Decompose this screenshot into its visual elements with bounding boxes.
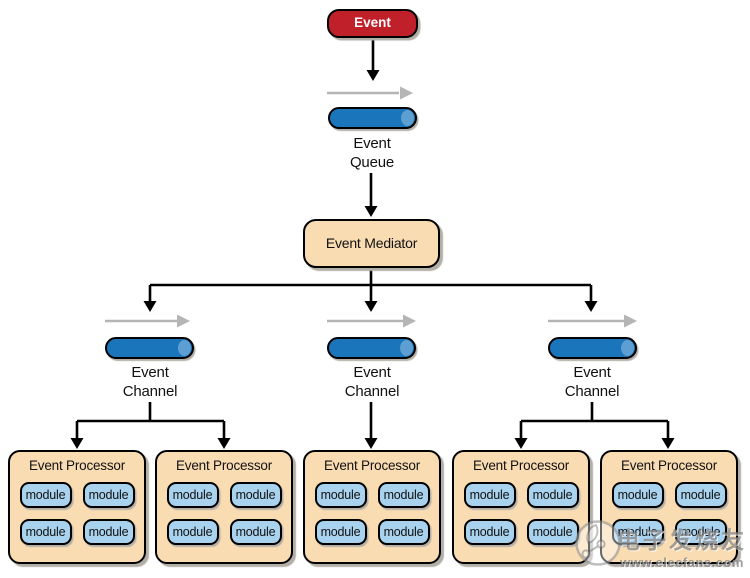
event-processor-box: Event Processor module module module mod… bbox=[155, 450, 293, 564]
left-channel-split-lines bbox=[70, 402, 231, 449]
event-processor-box: Event Processor module module module mod… bbox=[600, 450, 738, 564]
module-chip: module bbox=[314, 482, 367, 508]
cylinder-cap bbox=[400, 340, 413, 356]
module-grid: module module module module bbox=[602, 482, 736, 545]
processor-title: Event Processor bbox=[472, 458, 570, 473]
module-chip: module bbox=[229, 482, 282, 508]
module-chip: module bbox=[19, 482, 72, 508]
channel-flow-arrow-icon bbox=[105, 314, 190, 328]
module-chip: module bbox=[82, 482, 135, 508]
processor-title: Event Processor bbox=[620, 458, 718, 473]
module-chip: module bbox=[526, 482, 579, 508]
cylinder-cap bbox=[178, 340, 191, 356]
cylinder-cap bbox=[401, 110, 414, 126]
event-mediator-node: Event Mediator bbox=[303, 219, 440, 268]
module-chip: module bbox=[166, 519, 219, 545]
module-grid: module module module module bbox=[10, 482, 144, 545]
right-channel-split-lines bbox=[514, 402, 675, 449]
event-channel-label: Event Channel bbox=[122, 364, 178, 401]
module-chip: module bbox=[463, 519, 516, 545]
module-chip: module bbox=[166, 482, 219, 508]
event-channel-cylinder bbox=[105, 337, 194, 359]
event-queue-cylinder bbox=[328, 107, 417, 129]
event-channel-label: Event Channel bbox=[344, 364, 400, 401]
module-chip: module bbox=[19, 519, 72, 545]
module-chip: module bbox=[611, 482, 664, 508]
processor-title: Event Processor bbox=[175, 458, 273, 473]
event-channel-label: Event Channel bbox=[564, 364, 620, 401]
event-queue-label: Event Queue bbox=[349, 135, 395, 172]
module-chip: module bbox=[229, 519, 282, 545]
module-chip: module bbox=[611, 519, 664, 545]
module-grid: module module module module bbox=[157, 482, 291, 545]
module-chip: module bbox=[674, 482, 727, 508]
module-chip: module bbox=[674, 519, 727, 545]
cylinder-cap bbox=[621, 340, 634, 356]
event-processor-box: Event Processor module module module mod… bbox=[303, 450, 441, 564]
module-chip: module bbox=[526, 519, 579, 545]
queue-flow-arrow-icon bbox=[327, 86, 413, 100]
event-processor-box: Event Processor module module module mod… bbox=[452, 450, 590, 564]
mediator-branch-lines bbox=[143, 268, 598, 312]
channel-flow-arrow-icon bbox=[327, 314, 416, 328]
arrow-queue-to-mediator-icon bbox=[364, 173, 378, 217]
processor-title: Event Processor bbox=[323, 458, 421, 473]
event-channel-cylinder bbox=[327, 337, 416, 359]
event-channel-cylinder bbox=[548, 337, 637, 359]
module-chip: module bbox=[377, 519, 430, 545]
module-grid: module module module module bbox=[454, 482, 588, 545]
processor-title: Event Processor bbox=[28, 458, 126, 473]
arrow-event-to-queue-icon bbox=[366, 40, 380, 81]
module-chip: module bbox=[82, 519, 135, 545]
module-chip: module bbox=[314, 519, 367, 545]
center-channel-line bbox=[364, 402, 378, 449]
module-chip: module bbox=[463, 482, 516, 508]
channel-flow-arrow-icon bbox=[548, 314, 637, 328]
module-grid: module module module module bbox=[305, 482, 439, 545]
event-processor-box: Event Processor module module module mod… bbox=[8, 450, 146, 564]
event-node: Event bbox=[327, 9, 418, 38]
module-chip: module bbox=[377, 482, 430, 508]
